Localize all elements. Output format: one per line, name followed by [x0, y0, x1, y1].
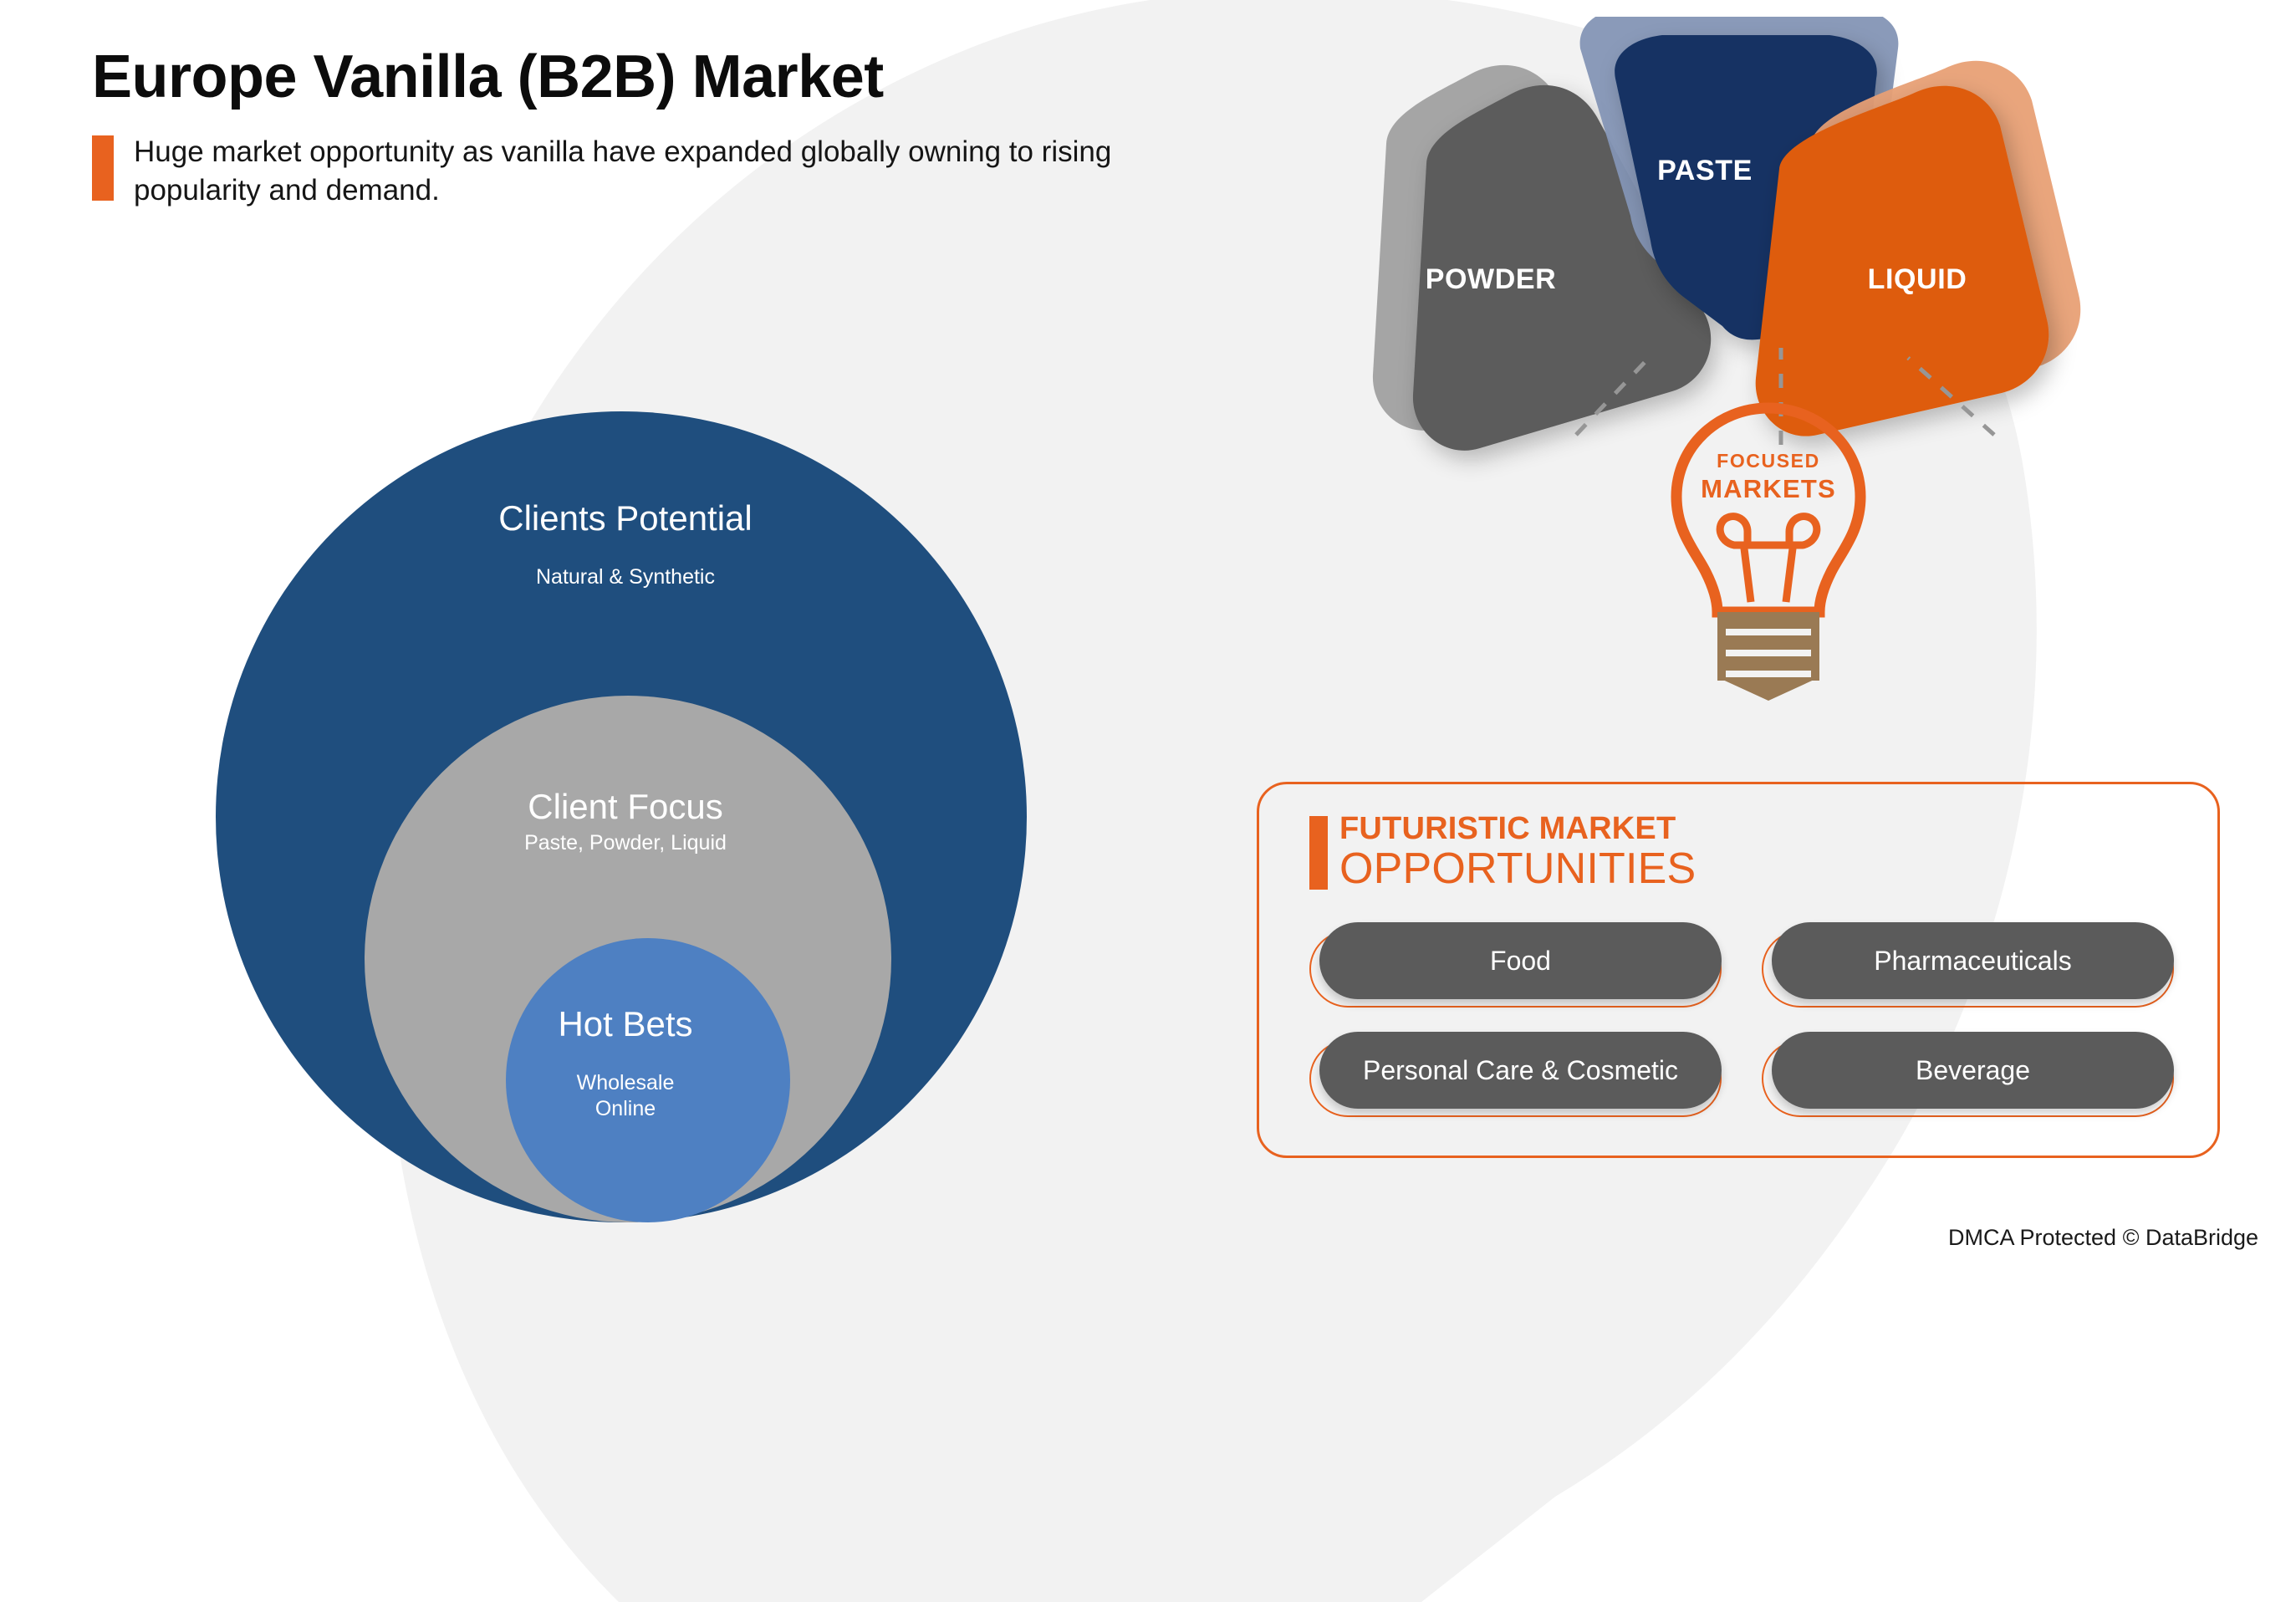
circle-title: Clients Potential	[498, 498, 753, 538]
opportunities-grid: Food Pharmaceuticals Personal Care & Cos…	[1309, 922, 2175, 1141]
powder-petal-shape	[1412, 84, 1712, 451]
opportunities-title-line1: FUTURISTIC MARKET	[1339, 811, 1676, 846]
circle-label-hot-bets: Hot Bets Wholesale Online	[216, 1004, 1035, 1123]
subtitle-row: Huge market opportunity as vanilla have …	[92, 133, 1229, 210]
copyright-footer: DMCA Protected © DataBridge	[1948, 1225, 2259, 1250]
petal-label-powder: POWDER	[1425, 263, 1557, 295]
petal-shapes-svg	[1372, 8, 2081, 451]
circle-title: Client Focus	[528, 787, 723, 826]
petal-label-liquid: LIQUID	[1867, 263, 1967, 295]
opportunity-cell: Personal Care & Cosmetic	[1309, 1032, 1722, 1120]
bulb-line-markets: MARKETS	[1701, 474, 1836, 503]
circle-hot-bets[interactable]	[506, 938, 790, 1222]
circle-label-client-focus: Client Focus Paste, Powder, Liquid	[216, 787, 1035, 856]
connector-powder	[1574, 356, 1651, 436]
opportunities-row: Personal Care & Cosmetic Beverage	[1309, 1032, 2175, 1120]
bulb-line-focused: FOCUSED	[1717, 450, 1820, 472]
circle-label-clients-potential: Clients Potential Natural & Synthetic	[216, 498, 1035, 590]
header-block: Europe Vanilla (B2B) Market Huge market …	[92, 43, 1229, 210]
circle-subtitle: Wholesale Online	[576, 1071, 675, 1121]
opportunity-pill-beverage[interactable]: Beverage	[1772, 1032, 2174, 1109]
bulb-glass	[1671, 402, 1866, 618]
opportunities-title-stack: FUTURISTIC MARKET OPPORTUNITIES	[1339, 813, 1696, 890]
bulb-base	[1717, 612, 1819, 701]
connector-liquid	[1906, 356, 1996, 436]
opportunities-heading: FUTURISTIC MARKET OPPORTUNITIES	[1309, 813, 1696, 890]
opportunities-row: Food Pharmaceuticals	[1309, 922, 2175, 1010]
opportunities-title-line2: OPPORTUNITIES	[1339, 844, 1696, 893]
opportunity-pill-personal-care-cosmetic[interactable]: Personal Care & Cosmetic	[1319, 1032, 1722, 1109]
bulb-text-block: FOCUSED MARKETS	[1630, 450, 1906, 503]
circle-subtitle: Paste, Powder, Liquid	[524, 831, 727, 855]
concentric-circle-diagram: Clients Potential Natural & Synthetic Cl…	[216, 411, 1035, 1231]
circle-title: Hot Bets	[558, 1004, 693, 1043]
subtitle-accent-bar	[92, 135, 114, 201]
opportunity-cell: Beverage	[1762, 1032, 2174, 1120]
opportunities-panel: FUTURISTIC MARKET OPPORTUNITIES Food Pha…	[1257, 782, 2220, 1158]
connector-lines	[1574, 348, 1996, 445]
lightbulb-icon	[1671, 402, 1866, 701]
product-form-petals: POWDER PASTE LIQUID	[1288, 8, 2124, 452]
opportunity-cell: Pharmaceuticals	[1762, 922, 2174, 1010]
opportunity-cell: Food	[1309, 922, 1722, 1010]
opportunities-accent-bar	[1309, 816, 1328, 890]
opportunity-pill-food[interactable]: Food	[1319, 922, 1722, 999]
circle-subtitle: Natural & Synthetic	[536, 565, 715, 589]
bulb-filament	[1716, 513, 1821, 603]
page-subtitle: Huge market opportunity as vanilla have …	[134, 135, 1112, 207]
opportunity-pill-pharmaceuticals[interactable]: Pharmaceuticals	[1772, 922, 2174, 999]
liquid-petal-shape	[1755, 85, 2049, 436]
petal-label-paste: PASTE	[1657, 155, 1753, 186]
focused-markets-bulb: FOCUSED MARKETS	[1630, 393, 1906, 702]
page-title: Europe Vanilla (B2B) Market	[92, 43, 884, 110]
